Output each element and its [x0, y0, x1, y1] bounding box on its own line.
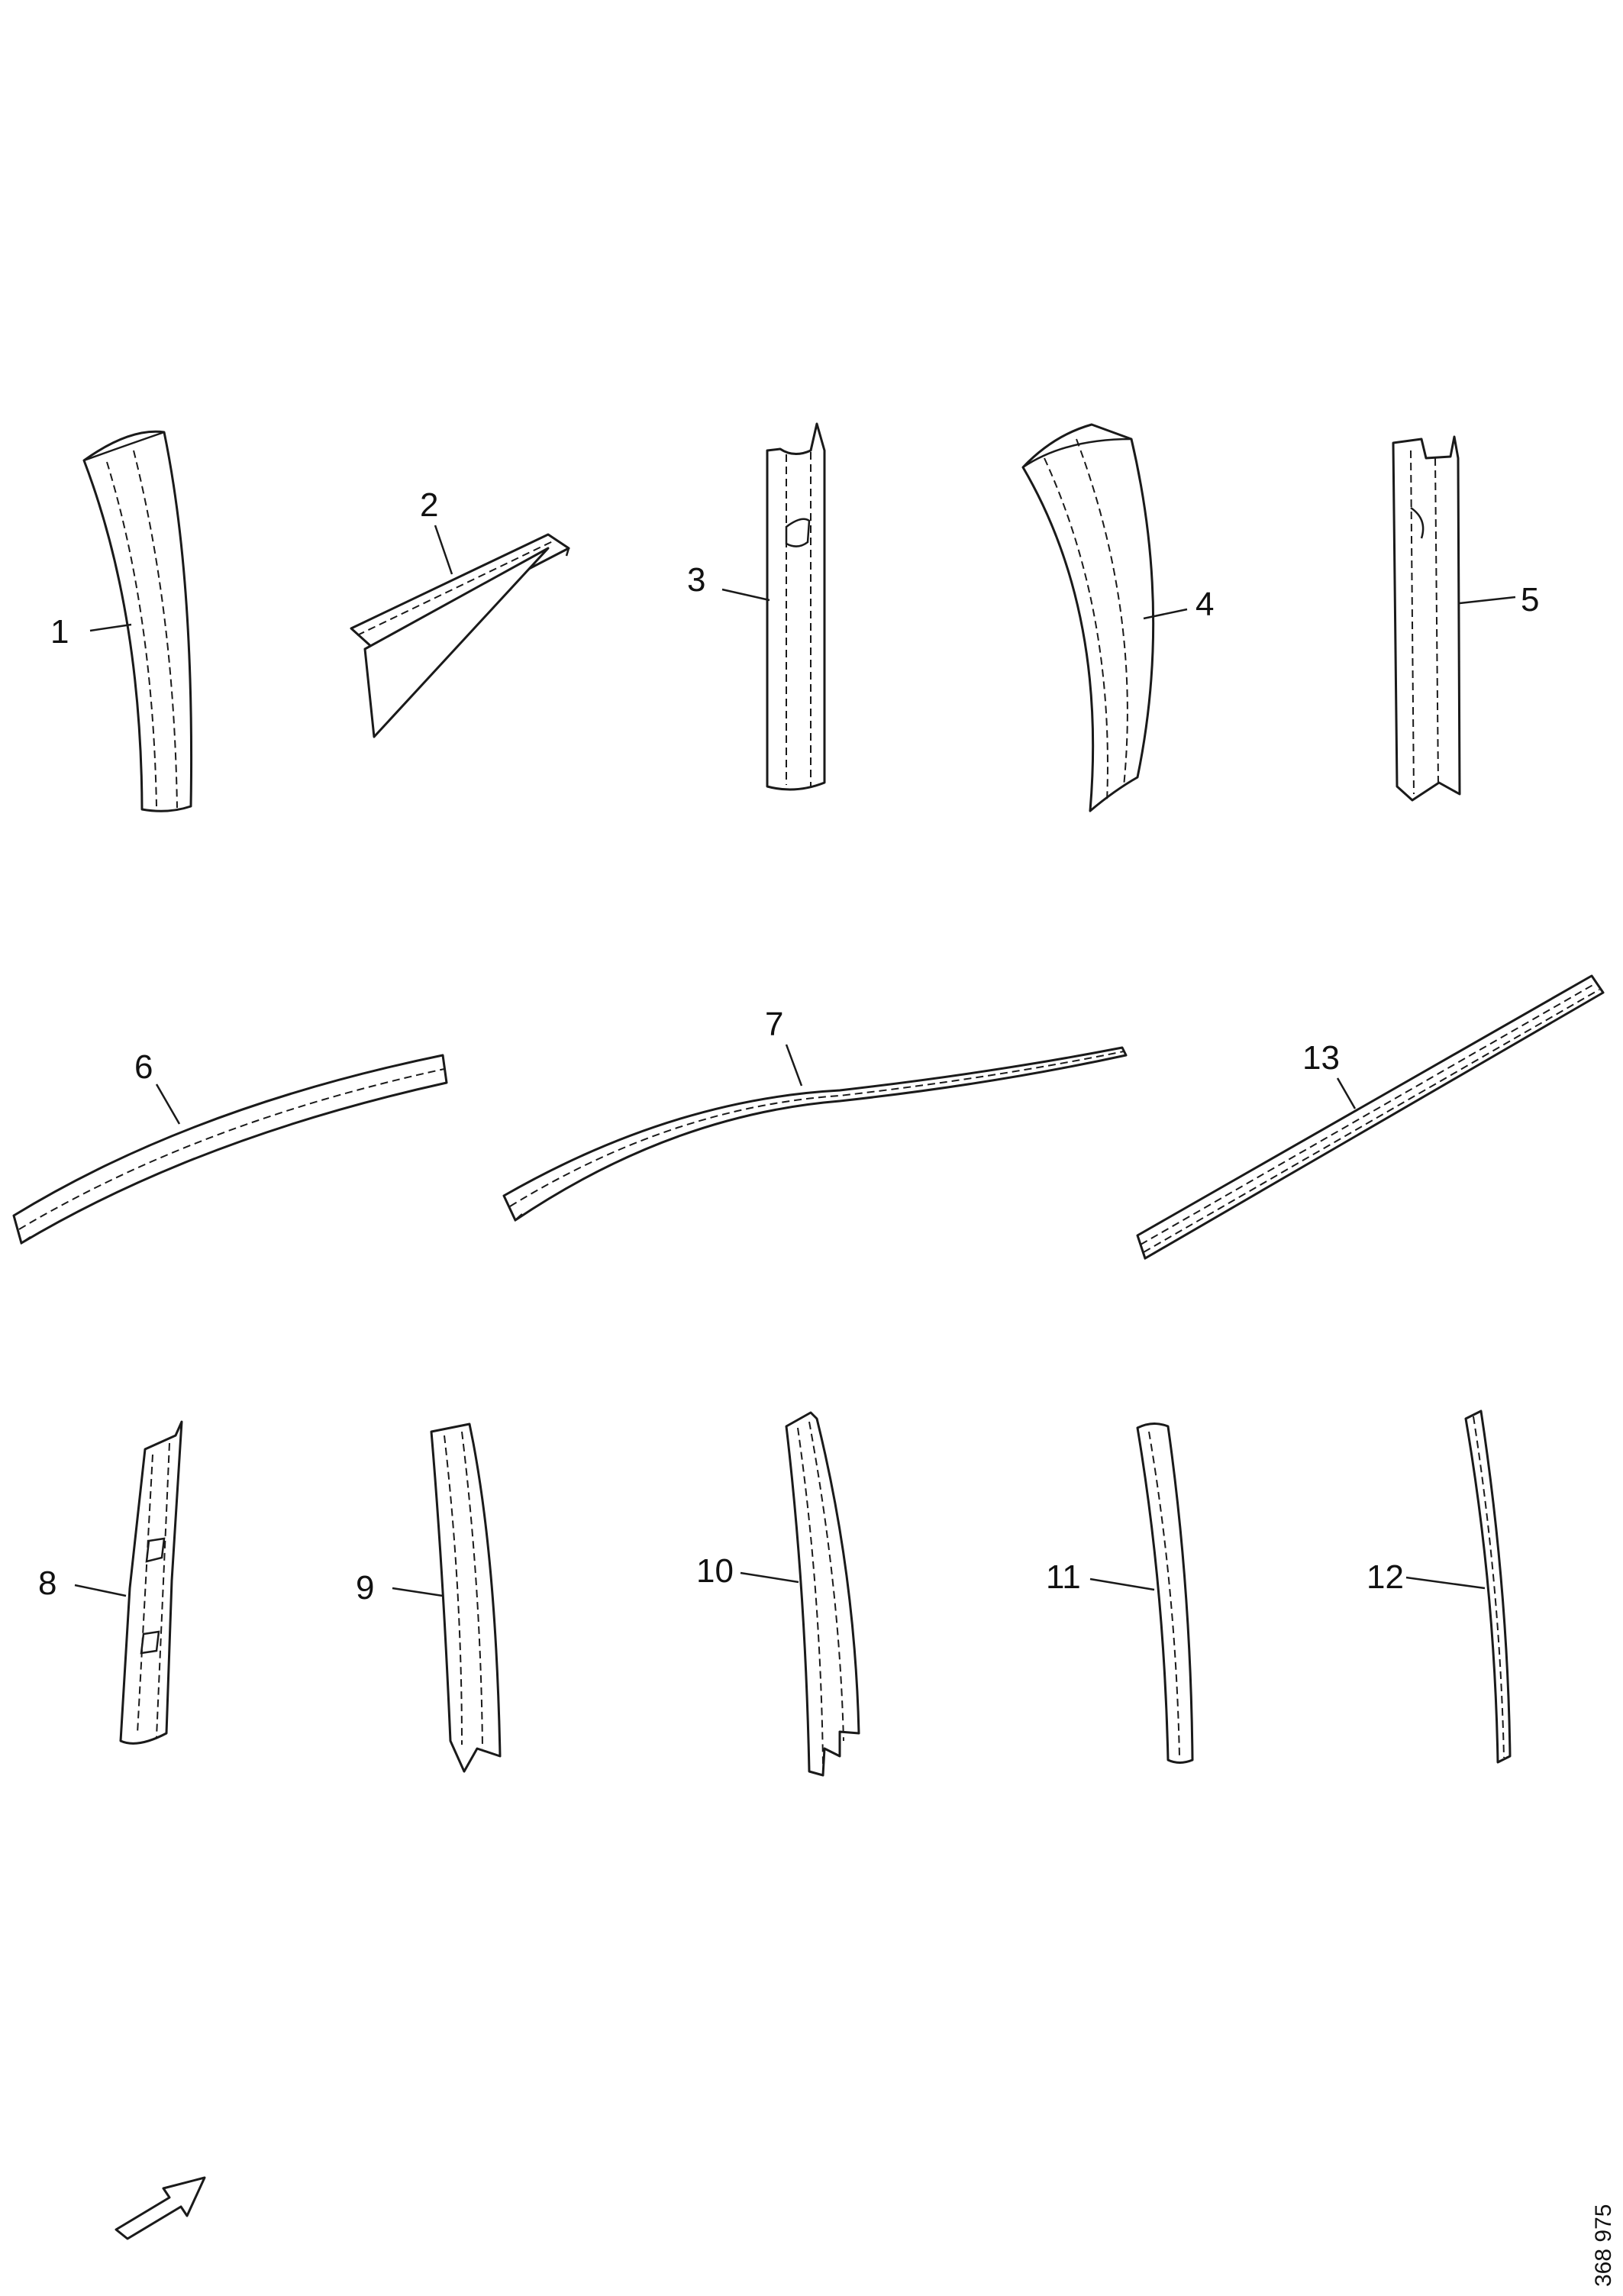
- reference-number: 368 975: [1591, 2204, 1616, 2287]
- part-13-drawing: [1136, 974, 1605, 1260]
- callout-11: 11: [1046, 1558, 1081, 1596]
- callout-5: 5: [1521, 581, 1539, 618]
- callout-4: 4: [1195, 586, 1214, 623]
- part-1-drawing: [82, 430, 193, 812]
- part-10-drawing: [785, 1411, 860, 1777]
- leader-4: [1143, 608, 1188, 620]
- callout-10: 10: [696, 1552, 734, 1590]
- leader-1: [89, 623, 132, 632]
- leader-8: [74, 1584, 127, 1597]
- part-2-drawing: [350, 533, 570, 738]
- part-7-drawing: [502, 1046, 1128, 1222]
- callout-8: 8: [38, 1565, 56, 1602]
- leader-7: [785, 1044, 803, 1087]
- leader-13: [1336, 1077, 1357, 1109]
- leader-12: [1405, 1576, 1486, 1590]
- callout-9: 9: [356, 1569, 374, 1607]
- callout-7: 7: [765, 1006, 783, 1043]
- callout-6: 6: [134, 1048, 153, 1086]
- callout-3: 3: [687, 561, 705, 599]
- part-12-drawing: [1464, 1410, 1512, 1764]
- part-9-drawing: [430, 1422, 502, 1773]
- direction-arrow-icon: [115, 2176, 206, 2240]
- callout-1: 1: [50, 613, 69, 651]
- leader-5: [1459, 596, 1516, 605]
- callout-13: 13: [1302, 1039, 1340, 1077]
- callout-2: 2: [420, 486, 438, 524]
- leader-2: [434, 525, 453, 575]
- leader-6: [155, 1083, 181, 1125]
- part-6-drawing: [12, 1054, 448, 1245]
- part-8-drawing: [119, 1420, 183, 1745]
- part-3-drawing: [766, 422, 826, 791]
- leader-10: [740, 1571, 799, 1584]
- leader-3: [721, 588, 770, 602]
- part-11-drawing: [1136, 1422, 1194, 1764]
- callout-12: 12: [1366, 1558, 1404, 1596]
- leader-9: [392, 1587, 444, 1597]
- part-4-drawing: [1021, 423, 1155, 812]
- part-5-drawing: [1392, 435, 1461, 802]
- leader-11: [1089, 1577, 1155, 1591]
